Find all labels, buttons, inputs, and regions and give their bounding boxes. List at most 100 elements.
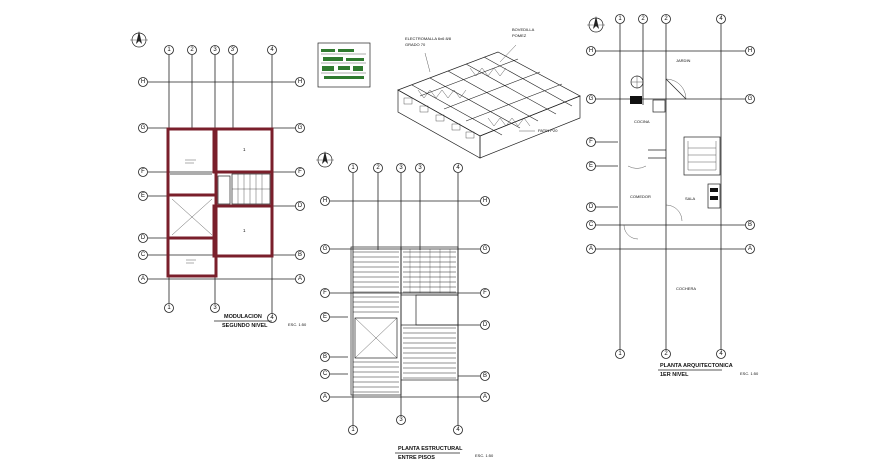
right-column-bubbles-top: 1 2 2 4 bbox=[615, 14, 726, 24]
grid-bubble: B bbox=[745, 220, 755, 230]
grid-bubble: H bbox=[138, 77, 148, 87]
right-interior bbox=[623, 75, 721, 240]
svg-text:H: H bbox=[298, 79, 302, 85]
svg-text:A: A bbox=[323, 394, 327, 400]
grid-bubble: 2 bbox=[187, 45, 197, 55]
svg-text:1: 1 bbox=[167, 305, 171, 311]
grid-bubble: G bbox=[480, 244, 490, 254]
plan-scale: ESC. 1:50 bbox=[475, 453, 494, 458]
middle-row-bubbles-right: H G F D B A bbox=[480, 196, 490, 402]
grid-bubble: 1 bbox=[348, 425, 358, 435]
svg-text:E: E bbox=[589, 163, 593, 169]
grid-bubble: G bbox=[745, 94, 755, 104]
left-stair bbox=[217, 173, 271, 205]
north-arrow-icon bbox=[130, 31, 148, 48]
grid-bubble: A bbox=[586, 244, 596, 254]
grid-bubble: 4 bbox=[453, 425, 463, 435]
door-swing-icon bbox=[665, 204, 683, 222]
grid-bubble: A bbox=[320, 392, 330, 402]
plan-subtitle: SEGUNDO NIVEL bbox=[222, 323, 268, 329]
north-arrow-icon bbox=[587, 16, 605, 33]
middle-plan: 1 2 3 3 4 1 3 4 H G F E B C A H G F D B … bbox=[316, 151, 494, 461]
room-label-cochera: COCHERA bbox=[676, 286, 696, 291]
grid-bubble: G bbox=[138, 123, 148, 133]
grid-bubble: G bbox=[586, 94, 596, 104]
svg-text:4: 4 bbox=[456, 427, 460, 433]
room-label-sala: SALA bbox=[685, 196, 696, 201]
svg-text:D: D bbox=[483, 322, 488, 328]
room-label-cocina: COCINA bbox=[634, 119, 650, 124]
detail-label-grade: GRADO 70 bbox=[405, 42, 426, 47]
grid-bubble: 1 bbox=[615, 349, 625, 359]
joists-right bbox=[403, 249, 456, 379]
right-column-bubbles-bottom: 1 2 4 bbox=[615, 349, 726, 359]
svg-text:2: 2 bbox=[664, 16, 668, 22]
left-plan: 1 2 3 3' 4 1 3 4 H G F E D C A H G F D B bbox=[130, 31, 307, 329]
grid-bubble: 4 bbox=[267, 45, 277, 55]
svg-text:E: E bbox=[323, 314, 327, 320]
svg-text:G: G bbox=[323, 246, 328, 252]
grid-bubble: 3 bbox=[415, 163, 425, 173]
middle-grid-lines bbox=[330, 173, 480, 426]
svg-text:4: 4 bbox=[270, 315, 274, 321]
grid-bubble: A bbox=[480, 392, 490, 402]
grid-bubble: 3 bbox=[396, 163, 406, 173]
svg-text:B: B bbox=[298, 252, 302, 258]
svg-text:2: 2 bbox=[190, 47, 194, 53]
grid-bubble: 4 bbox=[267, 313, 277, 323]
svg-text:E: E bbox=[141, 193, 145, 199]
grid-bubble: 2 bbox=[373, 163, 383, 173]
svg-text:G: G bbox=[483, 246, 488, 252]
grid-bubble: 4 bbox=[716, 14, 726, 24]
svg-text:H: H bbox=[483, 198, 487, 204]
svg-text:F: F bbox=[483, 290, 487, 296]
svg-text:A: A bbox=[298, 276, 302, 282]
svg-text:2: 2 bbox=[376, 165, 380, 171]
slab-detail: ELECTROMALLA 6x6 8/8 GRADO 70 BOVEDILLA … bbox=[317, 27, 581, 159]
left-row-bubbles-right: H G F D B A bbox=[295, 77, 305, 284]
svg-text:F: F bbox=[589, 139, 593, 145]
svg-text:H: H bbox=[748, 48, 752, 54]
svg-text:3': 3' bbox=[231, 47, 235, 53]
svg-text:G: G bbox=[748, 96, 753, 102]
svg-text:G: G bbox=[298, 125, 303, 131]
grid-bubble: H bbox=[295, 77, 305, 87]
grid-bubble: 4 bbox=[453, 163, 463, 173]
svg-text:1: 1 bbox=[618, 351, 622, 357]
grid-bubble: F bbox=[138, 167, 148, 177]
grid-bubble: 3 bbox=[210, 303, 220, 313]
left-walls bbox=[166, 127, 274, 278]
svg-text:B: B bbox=[748, 222, 752, 228]
grid-bubble: A bbox=[138, 274, 148, 284]
room-label-jardin: JARDIN bbox=[676, 58, 691, 63]
left-column-bubbles-top: 1 2 3 3' 4 bbox=[164, 45, 277, 55]
grid-bubble: A bbox=[745, 244, 755, 254]
grid-bubble: 2 bbox=[638, 14, 648, 24]
right-plan: 1 2 2 4 1 2 4 H G F E D C A H G B A bbox=[586, 14, 759, 378]
slab-isometric bbox=[397, 44, 581, 159]
svg-text:B: B bbox=[483, 373, 487, 379]
grid-bubble: C bbox=[320, 369, 330, 379]
svg-text:C: C bbox=[589, 222, 594, 228]
svg-text:3: 3 bbox=[418, 165, 422, 171]
svg-text:F: F bbox=[141, 169, 145, 175]
svg-text:G: G bbox=[141, 125, 146, 131]
svg-text:A: A bbox=[141, 276, 145, 282]
detail-label-patin: PATIN P20 bbox=[538, 128, 558, 133]
svg-text:F: F bbox=[298, 169, 302, 175]
grid-bubble: 3 bbox=[210, 45, 220, 55]
middle-row-bubbles-left: H G F E B C A bbox=[320, 196, 330, 402]
middle-column-bubbles-top: 1 2 3 3 4 bbox=[348, 163, 463, 173]
room-label: 1 bbox=[243, 147, 246, 152]
left-void bbox=[170, 173, 213, 236]
grid-bubble: F bbox=[295, 167, 305, 177]
plan-subtitle: ENTRE PISOS bbox=[398, 455, 435, 461]
plan-title: PLANTA ESTRUCTURAL bbox=[398, 446, 463, 452]
svg-text:2: 2 bbox=[641, 16, 645, 22]
door-swing-icon bbox=[623, 224, 639, 240]
svg-text:D: D bbox=[589, 204, 594, 210]
svg-text:A: A bbox=[483, 394, 487, 400]
svg-text:B: B bbox=[323, 354, 327, 360]
left-room-marks bbox=[185, 159, 196, 264]
left-row-bubbles: H G F E D C A bbox=[138, 77, 148, 284]
